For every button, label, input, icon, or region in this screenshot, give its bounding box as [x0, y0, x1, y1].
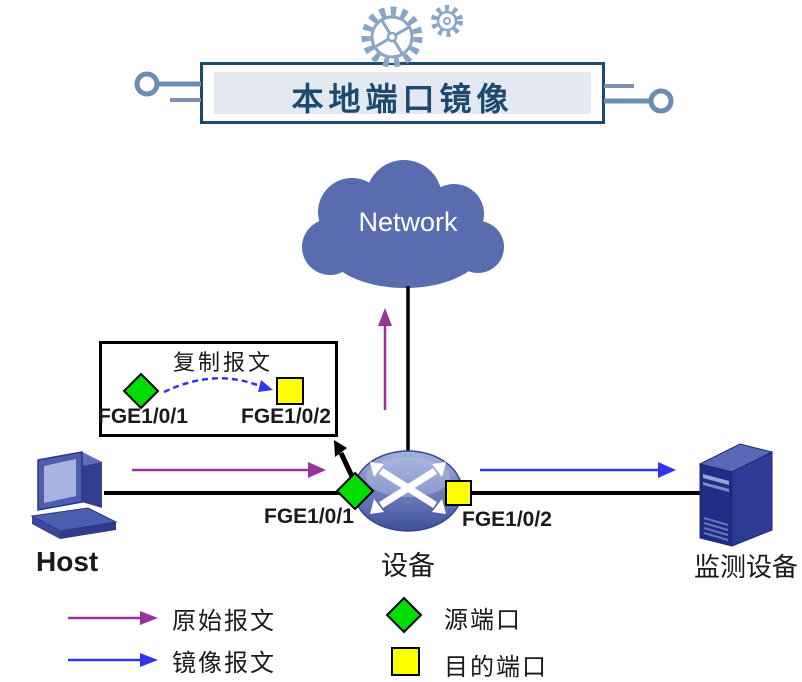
source-port-diamond — [335, 471, 375, 511]
right-connector-icon — [604, 84, 674, 114]
mirror-packet-arrow — [480, 462, 676, 478]
legend-dest-port-label: 目的端口 — [444, 654, 548, 681]
small-gear-icon — [431, 5, 463, 37]
copy-packet-dashed-arrow — [163, 377, 273, 394]
switch-icon — [353, 450, 463, 532]
monitor-label: 监测设备 — [694, 552, 799, 582]
left-connector-icon — [134, 71, 201, 102]
inset-source-port-label: FGE1/0/1 — [98, 405, 188, 428]
inset-source-port-diamond — [122, 372, 160, 410]
legend-source-port-diamond — [385, 596, 423, 634]
dest-port-square — [445, 480, 472, 506]
network-cloud-label: Network — [358, 207, 458, 237]
switch-label: 设备 — [381, 551, 435, 581]
host-icon — [30, 451, 118, 539]
monitor-device-icon — [698, 443, 774, 547]
inset-dest-port-square — [276, 377, 304, 405]
original-packet-right-arrow — [132, 462, 326, 478]
switch-source-port-label: FGE1/0/1 — [264, 505, 354, 528]
legend-dest-port-square — [391, 647, 420, 676]
legend-mirror-packet-arrow — [68, 653, 158, 667]
original-packet-up-arrow — [378, 308, 392, 410]
legend-original-packet-label: 原始报文 — [172, 608, 276, 635]
gear-icon — [361, 6, 423, 68]
inset-dest-port-label: FGE1/0/2 — [241, 405, 331, 428]
legend-original-packet-arrow — [68, 611, 158, 625]
legend-mirror-packet-label: 镜像报文 — [172, 650, 276, 677]
title-banner-fill — [214, 72, 591, 114]
page-title: 本地端口镜像 — [291, 81, 514, 117]
host-label: Host — [36, 546, 99, 577]
network-cloud-icon — [302, 160, 504, 288]
switch-dest-port-label: FGE1/0/2 — [462, 508, 552, 531]
legend-source-port-label: 源端口 — [444, 607, 522, 634]
copy-packet-caption: 复制报文 — [172, 350, 273, 375]
